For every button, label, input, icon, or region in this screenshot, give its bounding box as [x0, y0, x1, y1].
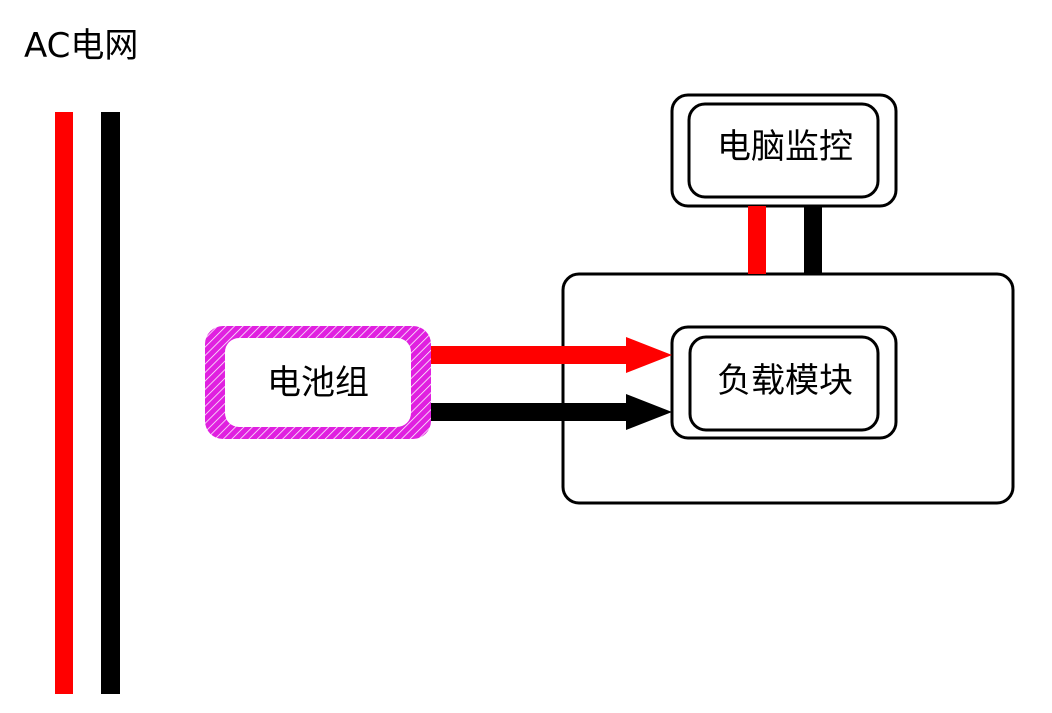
battery-positive-arrowhead	[626, 337, 672, 373]
ac-grid-live-wire	[55, 112, 73, 694]
battery-positive-wire	[431, 346, 629, 364]
battery-box-inner	[225, 338, 411, 427]
monitor-positive-wire	[748, 206, 766, 274]
monitor-negative-wire	[804, 206, 822, 274]
monitor-inner-box	[687, 102, 880, 199]
load-inner-box	[688, 335, 880, 432]
battery-label: 电池组	[267, 363, 369, 403]
battery-negative-wire	[431, 403, 629, 421]
monitor-label: 电脑监控	[717, 127, 853, 167]
load-module-label: 负载模块	[717, 361, 853, 401]
ac-grid-neutral-wire	[101, 112, 120, 694]
battery-negative-arrowhead	[626, 394, 672, 430]
ac-grid-title: AC电网	[24, 26, 139, 66]
